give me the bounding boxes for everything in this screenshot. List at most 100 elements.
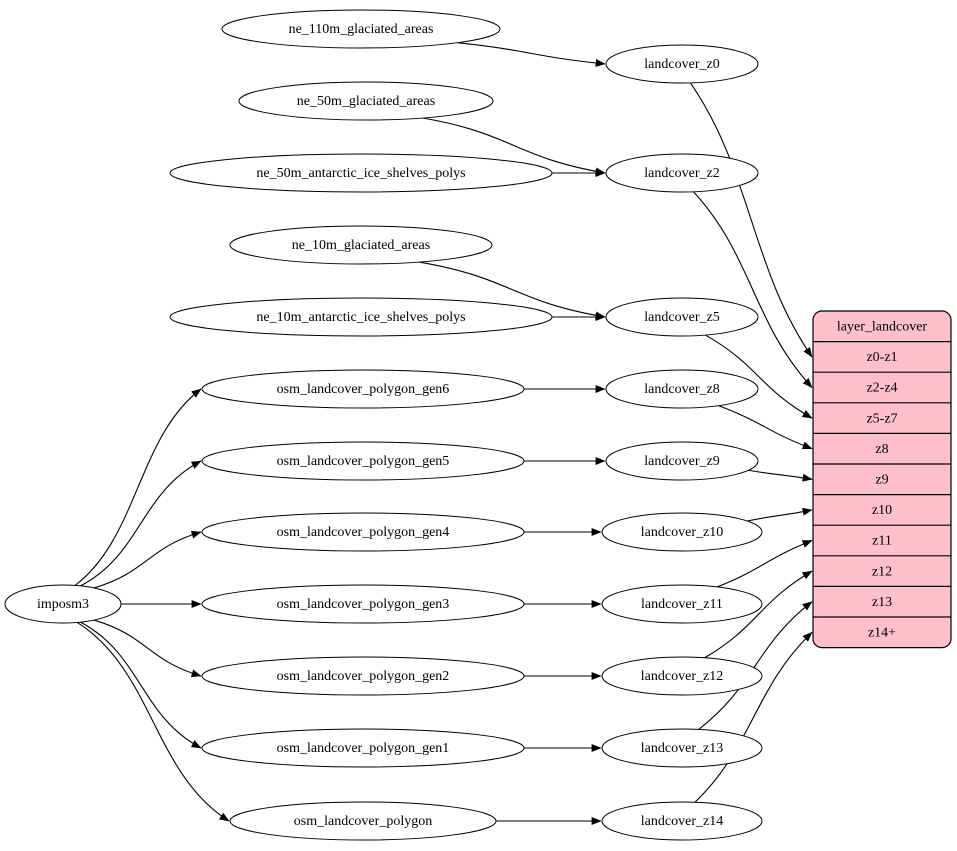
node-shape-osm_landcover_polygon_gen5 bbox=[201, 441, 525, 481]
edge-imposm3-to-osm_landcover_polygon_gen5 bbox=[80, 460, 202, 587]
node-osm_landcover_polygon_gen1[interactable]: osm_landcover_polygon_gen1 bbox=[201, 728, 525, 768]
node-landcover_z12[interactable]: landcover_z12 bbox=[601, 656, 763, 696]
node-label-osm_landcover_polygon_gen6: osm_landcover_polygon_gen6 bbox=[277, 382, 450, 397]
node-landcover_z9[interactable]: landcover_z9 bbox=[605, 441, 759, 481]
node-shape-osm_landcover_polygon_gen3 bbox=[201, 584, 525, 624]
node-ne_10m_glaciated_areas[interactable]: ne_10m_glaciated_areas bbox=[229, 225, 493, 265]
nodes-layer: ne_110m_glaciated_areas ne_50m_glaciated_… bbox=[4, 9, 763, 841]
node-landcover_z11[interactable]: landcover_z11 bbox=[601, 584, 763, 624]
node-landcover_z13[interactable]: landcover_z13 bbox=[601, 728, 763, 768]
table-header-layer_landcover[interactable]: layer_landcover bbox=[837, 320, 928, 335]
node-label-ne_10m_glaciated_areas: ne_10m_glaciated_areas bbox=[292, 238, 430, 253]
node-landcover_z0[interactable]: landcover_z0 bbox=[605, 44, 759, 84]
node-shape-osm_landcover_polygon bbox=[229, 801, 497, 841]
node-osm_landcover_polygon[interactable]: osm_landcover_polygon bbox=[229, 801, 497, 841]
node-landcover_z2[interactable]: landcover_z2 bbox=[605, 153, 759, 193]
node-shape-osm_landcover_polygon_gen1 bbox=[201, 728, 525, 768]
table-row-z8[interactable]: z8 bbox=[875, 442, 888, 457]
node-shape-landcover_z12 bbox=[601, 656, 763, 696]
node-ne_50m_glaciated_areas[interactable]: ne_50m_glaciated_areas bbox=[238, 81, 494, 121]
edge-landcover_z10-to-z10 bbox=[747, 507, 813, 522]
node-label-osm_landcover_polygon_gen2: osm_landcover_polygon_gen2 bbox=[277, 669, 450, 684]
table-row-z11[interactable]: z11 bbox=[872, 534, 892, 549]
table-row-z14+[interactable]: z14+ bbox=[868, 626, 896, 641]
node-shape-landcover_z0 bbox=[605, 44, 759, 84]
node-label-osm_landcover_polygon_gen5: osm_landcover_polygon_gen5 bbox=[277, 454, 450, 469]
edge-ne_50m_glaciated_areas-to-landcover_z2 bbox=[422, 117, 606, 176]
node-shape-ne_10m_glaciated_areas bbox=[229, 225, 493, 265]
edge-imposm3-to-osm_landcover_polygon_gen6 bbox=[74, 388, 202, 586]
table-row-z9[interactable]: z9 bbox=[875, 473, 888, 488]
node-shape-landcover_z14 bbox=[601, 801, 763, 841]
node-label-ne_110m_glaciated_areas: ne_110m_glaciated_areas bbox=[289, 22, 434, 37]
node-landcover_z5[interactable]: landcover_z5 bbox=[605, 297, 759, 337]
node-osm_landcover_polygon_gen3[interactable]: osm_landcover_polygon_gen3 bbox=[201, 584, 525, 624]
node-shape-landcover_z8 bbox=[605, 369, 759, 409]
node-shape-imposm3 bbox=[4, 584, 122, 624]
node-label-osm_landcover_polygon_gen3: osm_landcover_polygon_gen3 bbox=[277, 597, 450, 612]
node-shape-ne_10m_antarctic_ice_shelves_polys bbox=[169, 297, 553, 337]
node-label-landcover_z8: landcover_z8 bbox=[644, 382, 719, 397]
node-shape-landcover_z5 bbox=[605, 297, 759, 337]
node-label-landcover_z0: landcover_z0 bbox=[644, 57, 719, 72]
table-background bbox=[813, 311, 951, 648]
node-shape-ne_50m_glaciated_areas bbox=[238, 81, 494, 121]
node-label-landcover_z10: landcover_z10 bbox=[641, 525, 723, 540]
node-ne_50m_antarctic_ice_shelves_polys[interactable]: ne_50m_antarctic_ice_shelves_polys bbox=[169, 153, 553, 193]
node-shape-landcover_z11 bbox=[601, 584, 763, 624]
edge-imposm3-to-osm_landcover_polygon_gen1 bbox=[80, 621, 202, 749]
edge-landcover_z11-to-z11 bbox=[716, 539, 813, 588]
node-shape-landcover_z10 bbox=[601, 512, 763, 552]
edge-imposm3-to-osm_landcover_polygon_gen4 bbox=[93, 530, 202, 589]
table-row-z0-z1[interactable]: z0-z1 bbox=[866, 350, 897, 365]
node-shape-landcover_z13 bbox=[601, 728, 763, 768]
edge-landcover_z5-to-z5-z7 bbox=[705, 334, 813, 419]
node-landcover_z14[interactable]: landcover_z14 bbox=[601, 801, 763, 841]
table-row-z13[interactable]: z13 bbox=[872, 595, 892, 610]
edge-landcover_z0-to-z0-z1 bbox=[689, 82, 813, 358]
edge-landcover_z8-to-z8 bbox=[718, 405, 813, 450]
layer-landcover-table: layer_landcover z0-z1 z2-z4 z5-z7 z8 z9 z10 z11… bbox=[812, 310, 952, 649]
node-label-landcover_z14: landcover_z14 bbox=[641, 814, 723, 829]
node-osm_landcover_polygon_gen4[interactable]: osm_landcover_polygon_gen4 bbox=[201, 512, 525, 552]
node-landcover_z10[interactable]: landcover_z10 bbox=[601, 512, 763, 552]
edge-landcover_z2-to-z2-z4 bbox=[693, 191, 813, 388]
node-label-landcover_z2: landcover_z2 bbox=[644, 166, 719, 181]
table-row-z12[interactable]: z12 bbox=[872, 564, 892, 579]
table-row-z10[interactable]: z10 bbox=[872, 503, 892, 518]
edge-landcover_z12-to-z12 bbox=[704, 570, 813, 659]
edge-ne_10m_glaciated_areas-to-landcover_z5 bbox=[418, 261, 606, 320]
node-imposm3[interactable]: imposm3 bbox=[4, 584, 122, 624]
node-osm_landcover_polygon_gen5[interactable]: osm_landcover_polygon_gen5 bbox=[201, 441, 525, 481]
node-label-landcover_z11: landcover_z11 bbox=[641, 597, 723, 612]
node-ne_10m_antarctic_ice_shelves_polys[interactable]: ne_10m_antarctic_ice_shelves_polys bbox=[169, 297, 553, 337]
node-label-osm_landcover_polygon_gen4: osm_landcover_polygon_gen4 bbox=[277, 525, 450, 540]
node-landcover_z8[interactable]: landcover_z8 bbox=[605, 369, 759, 409]
edges-layer bbox=[74, 42, 813, 825]
node-ne_110m_glaciated_areas[interactable]: ne_110m_glaciated_areas bbox=[221, 9, 501, 49]
node-osm_landcover_polygon_gen2[interactable]: osm_landcover_polygon_gen2 bbox=[201, 656, 525, 696]
table-row-z2-z4[interactable]: z2-z4 bbox=[866, 381, 897, 396]
edge-ne_110m_glaciated_areas-to-landcover_z0 bbox=[457, 42, 606, 68]
table-outline bbox=[812, 310, 952, 649]
node-label-landcover_z12: landcover_z12 bbox=[641, 669, 723, 684]
node-label-ne_10m_antarctic_ice_shelves_polys: ne_10m_antarctic_ice_shelves_polys bbox=[256, 310, 465, 325]
edge-landcover_z14-to-z14+ bbox=[694, 631, 813, 803]
edge-landcover_z9-to-z9 bbox=[748, 469, 813, 482]
node-shape-landcover_z2 bbox=[605, 153, 759, 193]
node-shape-landcover_z9 bbox=[605, 441, 759, 481]
node-osm_landcover_polygon_gen6[interactable]: osm_landcover_polygon_gen6 bbox=[201, 369, 525, 409]
table-row-z5-z7[interactable]: z5-z7 bbox=[866, 411, 897, 426]
node-shape-ne_110m_glaciated_areas bbox=[221, 9, 501, 49]
edge-imposm3-to-osm_landcover_polygon bbox=[76, 621, 230, 822]
node-shape-osm_landcover_polygon_gen2 bbox=[201, 656, 525, 696]
node-shape-ne_50m_antarctic_ice_shelves_polys bbox=[169, 153, 553, 193]
node-label-osm_landcover_polygon: osm_landcover_polygon bbox=[294, 814, 432, 829]
node-shape-osm_landcover_polygon_gen4 bbox=[201, 512, 525, 552]
edge-landcover_z13-to-z13 bbox=[698, 601, 813, 730]
node-label-ne_50m_glaciated_areas: ne_50m_glaciated_areas bbox=[297, 94, 435, 109]
node-label-osm_landcover_polygon_gen1: osm_landcover_polygon_gen1 bbox=[277, 741, 450, 756]
node-label-imposm3: imposm3 bbox=[37, 597, 89, 612]
